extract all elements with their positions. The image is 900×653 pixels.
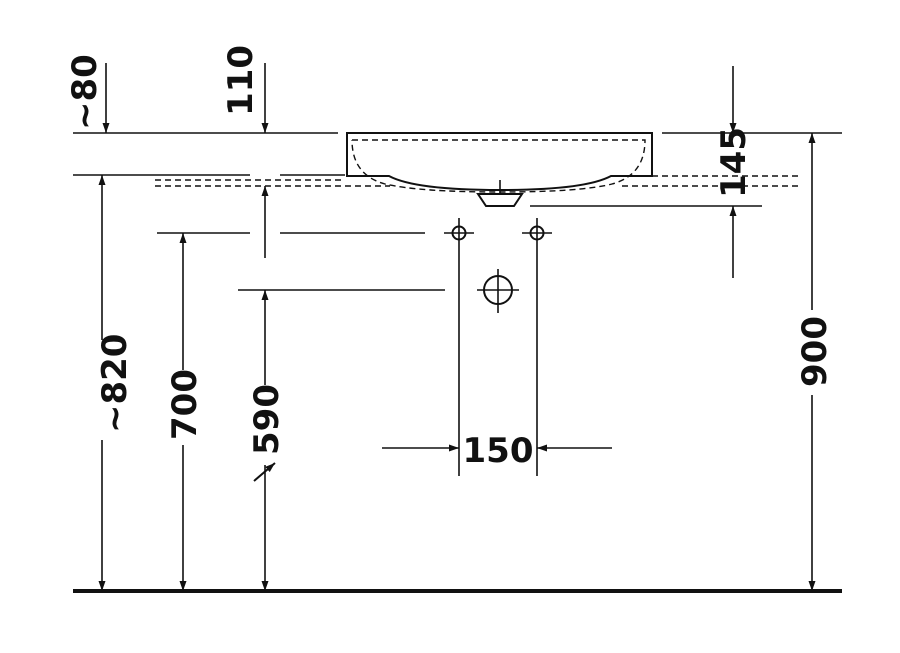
dim-590-label: 590 bbox=[247, 384, 287, 455]
dim-820-label: ~820 bbox=[95, 334, 135, 433]
dim-700: 700 bbox=[165, 233, 205, 591]
dim-590-pointer-arrow bbox=[253, 462, 276, 482]
supply-connection-right bbox=[522, 218, 552, 476]
dim-80: ~80 bbox=[65, 54, 110, 133]
dim-145: 145 bbox=[714, 66, 754, 278]
dim-145-label: 145 bbox=[714, 127, 754, 198]
dim-900-label: 900 bbox=[795, 316, 835, 387]
dim-110-label: 110 bbox=[221, 45, 261, 116]
dim-590: 590 bbox=[247, 290, 287, 591]
dim-900: 900 bbox=[795, 133, 835, 591]
waste-connection bbox=[477, 269, 519, 313]
dim-700-label: 700 bbox=[165, 369, 205, 440]
supply-connection-left bbox=[444, 218, 474, 476]
dim-80-label: ~80 bbox=[65, 54, 105, 130]
dim-110: 110 bbox=[221, 45, 269, 258]
dim-820: ~820 bbox=[95, 175, 135, 591]
dim-150: 150 bbox=[382, 431, 612, 471]
dim-150-label: 150 bbox=[463, 431, 534, 471]
washbasin bbox=[346, 132, 653, 207]
